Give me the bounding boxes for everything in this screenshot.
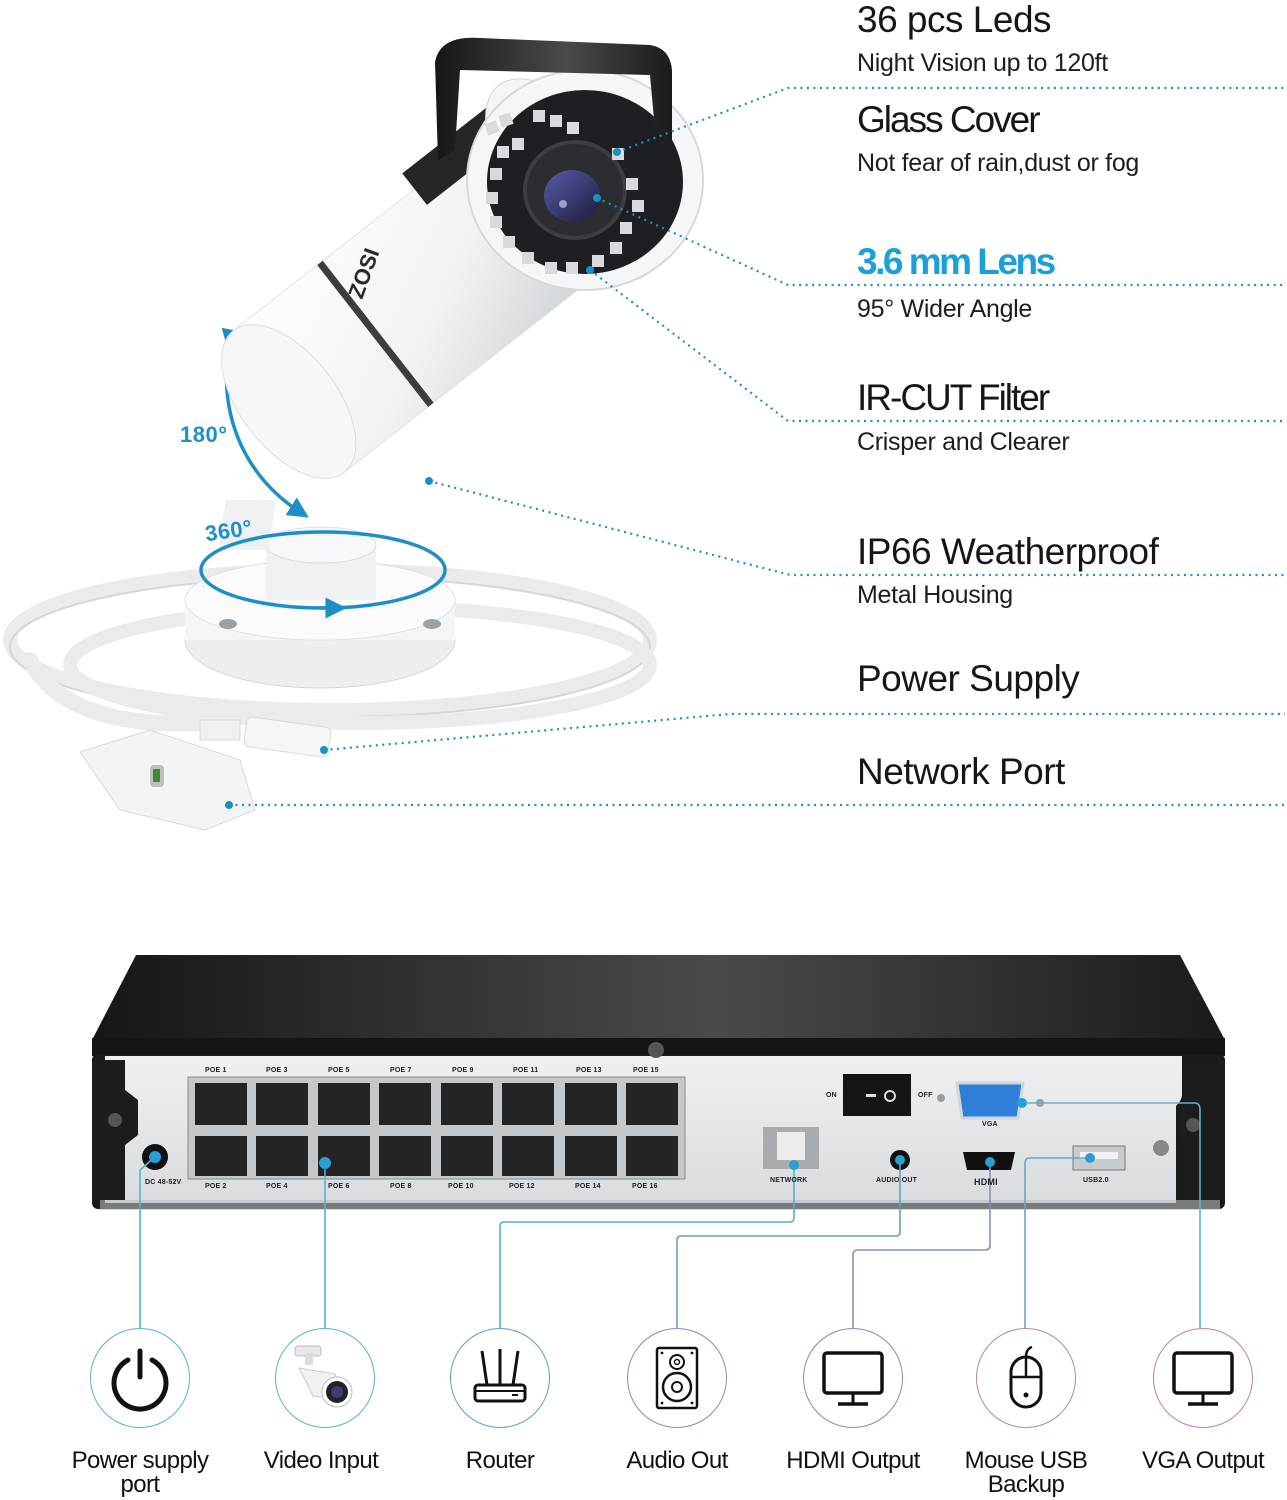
- usb-port-label: USB2.0: [1083, 1177, 1109, 1184]
- poe-label: POE 7: [390, 1067, 412, 1074]
- label-power-supply-port: Power supply port: [71, 1447, 209, 1498]
- label-router: Router: [465, 1447, 535, 1474]
- router-icon-circle: [450, 1328, 550, 1428]
- label-audio-out: Audio Out: [626, 1447, 728, 1474]
- poe-label: POE 2: [205, 1183, 227, 1190]
- power-port-label: DC 48-52V: [145, 1179, 182, 1186]
- speaker-icon: [655, 1346, 699, 1410]
- cable-connectors: [79, 716, 332, 831]
- mouse-icon: [1009, 1345, 1043, 1409]
- feature-title-ircut: IR-CUT Filter: [857, 377, 1050, 418]
- poe-label: POE 3: [266, 1067, 288, 1074]
- feature-title-power: Power Supply: [857, 658, 1080, 699]
- vga-monitor-icon-circle: [1153, 1328, 1253, 1428]
- poe-label: POE 6: [328, 1183, 350, 1190]
- poe-label: POE 16: [632, 1183, 658, 1190]
- audio-port-label: AUDIO OUT: [876, 1177, 918, 1184]
- rotation-180-label: 180°: [180, 422, 228, 447]
- network-port-label: NETWORK: [770, 1177, 808, 1184]
- camera-front: [435, 37, 704, 291]
- poe-label: POE 14: [575, 1183, 601, 1190]
- feature-title-glass: Glass Cover: [857, 99, 1041, 140]
- mouse-icon-circle: [976, 1328, 1076, 1428]
- feature-sub-ircut: Crisper and Clearer: [857, 428, 1070, 456]
- feature-sub-weatherproof: Metal Housing: [857, 581, 1013, 609]
- camera-mount: [184, 500, 456, 689]
- camera-icon: [294, 1345, 353, 1408]
- router-icon: [473, 1349, 527, 1403]
- feature-sub-lens: 95° Wider Angle: [857, 295, 1033, 323]
- power-icon-circle: [90, 1328, 190, 1428]
- feature-sub-glass: Not fear of rain,dust or fog: [857, 149, 1140, 177]
- poe-label: POE 13: [576, 1067, 602, 1074]
- power-icon: [111, 1348, 169, 1412]
- switch-off-label: OFF: [918, 1092, 933, 1099]
- hdmi-monitor-icon-circle: [803, 1328, 903, 1428]
- feature-title-leds: 36 pcs Leds: [857, 0, 1052, 40]
- feature-title-network: Network Port: [857, 751, 1065, 792]
- connection-lines: [139, 1102, 1201, 1328]
- feature-title-weatherproof: IP66 Weatherproof: [857, 531, 1159, 572]
- sun-shield: [435, 37, 672, 161]
- nvr-device: [92, 955, 1225, 1210]
- speaker-icon-circle: [627, 1328, 727, 1428]
- switch-on-label: ON: [826, 1092, 837, 1099]
- poe-label: POE 9: [452, 1067, 474, 1074]
- feature-title-lens: 3.6 mm Lens: [857, 241, 1056, 282]
- label-video-input: Video Input: [263, 1447, 379, 1474]
- ir-led-ring: [484, 110, 644, 274]
- callout-lines: [229, 86, 1285, 807]
- poe-label: POE 5: [328, 1067, 350, 1074]
- hdmi-port-label: HDMI: [974, 1177, 998, 1187]
- poe-ports: [195, 1083, 678, 1176]
- vga-port-label: VGA: [982, 1121, 998, 1128]
- poe-label: POE 11: [513, 1067, 539, 1074]
- feature-sub-leds: Night Vision up to 120ft: [857, 49, 1108, 77]
- poe-label: POE 12: [509, 1183, 535, 1190]
- monitor-icon: [822, 1351, 884, 1406]
- label-mouse-usb-backup: Mouse USB Backup: [964, 1447, 1088, 1498]
- callout-dots: [225, 148, 621, 809]
- camera-icon-circle: [275, 1328, 375, 1428]
- poe-label: POE 15: [633, 1067, 659, 1074]
- poe-label: POE 10: [448, 1183, 474, 1190]
- label-vga-output: VGA Output: [1141, 1447, 1265, 1474]
- monitor-icon: [1172, 1351, 1234, 1406]
- poe-label: POE 8: [390, 1183, 412, 1190]
- poe-label: POE 1: [205, 1067, 227, 1074]
- label-hdmi-output: HDMI Output: [786, 1447, 920, 1474]
- poe-label: POE 4: [266, 1183, 288, 1190]
